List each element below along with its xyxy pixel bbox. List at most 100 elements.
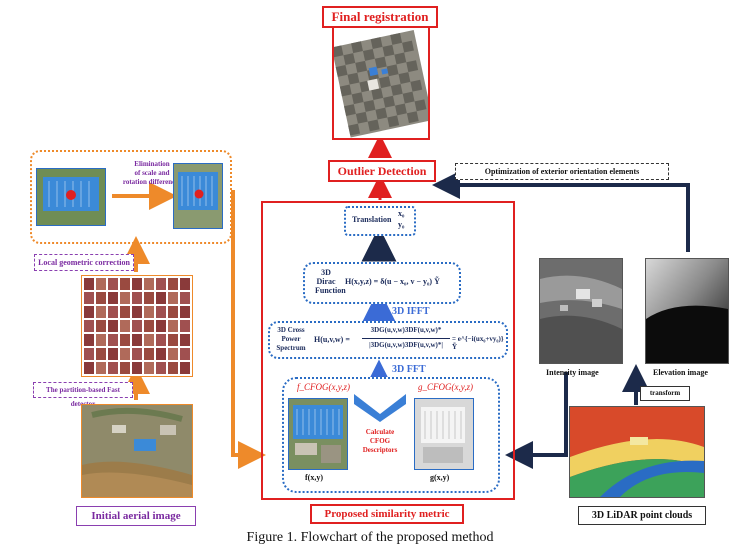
cross-power-box: 3D Cross Power Spectrum H(u,v,w) = 3DG(u… [268, 321, 508, 359]
initial-aerial-label: Initial aerial image [76, 506, 196, 526]
grid-tile [96, 362, 106, 374]
arrow-corrected-to-metric [231, 190, 266, 469]
grid-tile [108, 306, 118, 318]
proposed-metric-label: Proposed similarity metric [310, 504, 464, 524]
grid-tile [96, 348, 106, 360]
grid-tile [96, 278, 106, 290]
f-caption: f(x,y) [305, 473, 323, 482]
partition-grid-image [81, 275, 193, 377]
local-correction-label: Local geometric correction [34, 254, 134, 271]
fft-label: 3D FFT [392, 364, 426, 375]
final-registration-mosaic [334, 28, 428, 138]
ifft-label: 3D IFFT [392, 306, 430, 317]
grid-tile [108, 292, 118, 304]
grid-tile [120, 292, 130, 304]
grid-tile [180, 320, 190, 332]
elimination-container [30, 150, 232, 244]
cross-power-rhs: = e^{−i(ux₀+vy₀)} Ỹ [452, 335, 504, 351]
lidar-label: 3D LiDAR point clouds [578, 506, 706, 525]
cross-power-label: 3D Cross Power Spectrum [276, 326, 306, 352]
initial-aerial-image [81, 404, 193, 498]
arrow-elevation-to-outlier [432, 171, 690, 252]
grid-tile [144, 334, 154, 346]
elevation-image [645, 258, 729, 364]
grid-tile [144, 348, 154, 360]
grid-tile [168, 292, 178, 304]
grid-tile [144, 320, 154, 332]
grid-tile [132, 320, 142, 332]
grid-tile [144, 292, 154, 304]
chevron-down-icon [354, 394, 406, 422]
grid-tile [120, 334, 130, 346]
partition-detector-label: The partition-based Fast detector [33, 382, 133, 408]
grid-tile [180, 292, 190, 304]
grid-tile [144, 362, 154, 374]
g-image [414, 398, 474, 470]
dirac-box: 3D Dirac Function H(x,y,z) = δ(u − x₀, v… [303, 262, 461, 304]
grid-tile [120, 362, 130, 374]
lidar-image [569, 406, 705, 498]
dirac-label: 3D Dirac Function [315, 268, 346, 295]
grid-tile [96, 306, 106, 318]
grid-tile [108, 334, 118, 346]
grid-tile [168, 306, 178, 318]
intensity-label: Intensity image [546, 368, 599, 377]
elimination-label: Elimination of scale and rotation differ… [122, 160, 182, 186]
grid-tile [132, 278, 142, 290]
partition-grid [84, 278, 190, 374]
grid-tile [168, 334, 178, 346]
grid-tile [132, 334, 142, 346]
translation-label: Translation [352, 215, 392, 224]
cross-power-lhs: H(u,v,w) = [314, 335, 350, 344]
translation-y0: y₀ [398, 220, 405, 229]
calculate-cfog-label: Calculate CFOG Descriptors [362, 428, 398, 454]
grid-tile [96, 320, 106, 332]
grid-tile [132, 292, 142, 304]
intensity-image [539, 258, 623, 364]
grid-tile [168, 278, 178, 290]
cross-power-numerator: 3DG(u,v,w)3DF(u,v,w)* [370, 326, 442, 334]
grid-tile [84, 334, 94, 346]
grid-tile [144, 306, 154, 318]
grid-tile [132, 348, 142, 360]
figure-caption: Figure 1. Flowchart of the proposed meth… [246, 530, 494, 545]
grid-tile [108, 362, 118, 374]
grid-tile [84, 278, 94, 290]
grid-tile [180, 278, 190, 290]
dirac-formula: H(x,y,z) = δ(u − x₀, v − y₀) Ỹ [345, 277, 440, 286]
f-image [288, 398, 348, 470]
grid-tile [144, 278, 154, 290]
grid-tile [180, 334, 190, 346]
grid-tile [96, 292, 106, 304]
elimination-output-image [173, 163, 223, 229]
grid-tile [120, 348, 130, 360]
grid-tile [156, 362, 166, 374]
optimization-label: Optimization of exterior orientation ele… [455, 163, 669, 180]
grid-tile [120, 278, 130, 290]
grid-tile [132, 306, 142, 318]
grid-tile [156, 334, 166, 346]
grid-tile [84, 292, 94, 304]
transform-label: transform [640, 386, 690, 401]
arrow-intensity-to-metric [505, 372, 568, 469]
grid-tile [84, 362, 94, 374]
g-cfog-title: g_CFOG(x,y,z) [418, 382, 473, 392]
final-registration-label: Final registration [322, 6, 438, 28]
grid-tile [108, 348, 118, 360]
grid-tile [156, 306, 166, 318]
f-cfog-title: f_CFOG(x,y,z) [297, 382, 350, 392]
grid-tile [108, 278, 118, 290]
grid-tile [132, 362, 142, 374]
grid-tile [156, 348, 166, 360]
proposed-metric-container [261, 201, 515, 500]
grid-tile [156, 320, 166, 332]
outlier-detection-label: Outlier Detection [328, 160, 436, 182]
elevation-label: Elevation image [653, 368, 708, 377]
grid-tile [84, 306, 94, 318]
grid-tile [168, 320, 178, 332]
grid-tile [84, 348, 94, 360]
grid-tile [180, 362, 190, 374]
grid-tile [156, 292, 166, 304]
g-caption: g(x,y) [430, 473, 450, 482]
